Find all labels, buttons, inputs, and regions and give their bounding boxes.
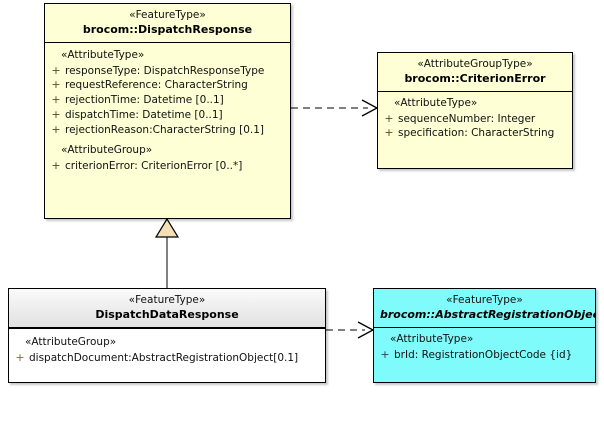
visibility-marker: + bbox=[51, 78, 61, 92]
attribute-group-label: «AttributeType» bbox=[394, 96, 478, 109]
attribute-row[interactable]: + requestReference: CharacterString bbox=[47, 78, 288, 93]
attribute-row[interactable]: + sequenceNumber: Integer bbox=[380, 112, 570, 127]
class-name: DispatchDataResponse bbox=[95, 308, 239, 322]
hollow-triangle-arrowhead bbox=[154, 217, 180, 238]
visibility-marker: + bbox=[380, 347, 390, 361]
class-box-criterion-error[interactable]: «AttributeGroupType» brocom::CriterionEr… bbox=[377, 52, 573, 169]
attribute-row[interactable]: + rejectionReason:CharacterString [0.1] bbox=[47, 123, 288, 138]
attribute-row[interactable]: + responseType: DispatchResponseType bbox=[47, 64, 288, 79]
attribute-row[interactable]: + dispatchTime: Datetime [0..1] bbox=[47, 108, 288, 123]
visibility-marker: + bbox=[384, 126, 394, 140]
visibility-marker: + bbox=[384, 111, 394, 125]
class-stereotype: «FeatureType» bbox=[129, 9, 206, 21]
attribute-signature: rejectionReason:CharacterString [0.1] bbox=[65, 123, 265, 136]
class-attributes-compartment: «AttributeGroup» + dispatchDocument:Abst… bbox=[9, 328, 325, 370]
dependency-dispatchresponse-to-criterionerror bbox=[291, 99, 379, 117]
attribute-signature: dispatchTime: Datetime [0..1] bbox=[65, 108, 223, 121]
attribute-row[interactable]: + criterionError: CriterionError [0..*] bbox=[47, 159, 288, 174]
attribute-group-label: «AttributeType» bbox=[390, 332, 474, 345]
visibility-marker: + bbox=[51, 159, 61, 173]
attribute-row[interactable]: + rejectionTime: Datetime [0..1] bbox=[47, 93, 288, 108]
attribute-signature: sequenceNumber: Integer bbox=[398, 112, 536, 125]
attribute-row[interactable]: + brId: RegistrationObjectCode {id} bbox=[376, 348, 593, 363]
attribute-signature: criterionError: CriterionError [0..*] bbox=[65, 160, 243, 173]
attribute-signature: brId: RegistrationObjectCode {id} bbox=[394, 348, 573, 361]
attribute-signature: requestReference: CharacterString bbox=[65, 79, 248, 92]
class-stereotype: «FeatureType» bbox=[128, 294, 206, 306]
class-header: «FeatureType» brocom::DispatchResponse bbox=[45, 4, 290, 43]
class-header: «FeatureType» brocom::AbstractRegistrati… bbox=[374, 289, 595, 328]
class-attributes-compartment: «AttributeType» + responseType: Dispatch… bbox=[45, 42, 290, 178]
attribute-signature: responseType: DispatchResponseType bbox=[65, 64, 265, 77]
attribute-group-label: «AttributeGroup» bbox=[61, 144, 153, 157]
class-name: brocom::AbstractRegistrationObject bbox=[380, 308, 596, 322]
generalization-dispatchdataresponse-to-dispatchresponse bbox=[154, 217, 180, 288]
visibility-marker: + bbox=[51, 122, 61, 136]
attribute-group-label: «AttributeGroup» bbox=[25, 335, 117, 348]
class-box-dispatch-data-response[interactable]: «FeatureType» DispatchDataResponse «Attr… bbox=[8, 288, 326, 383]
class-stereotype: «AttributeGroupType» bbox=[417, 58, 533, 70]
visibility-marker: + bbox=[51, 107, 61, 121]
class-attributes-compartment: «AttributeType» + sequenceNumber: Intege… bbox=[378, 91, 572, 146]
class-box-abstract-registration-object[interactable]: «FeatureType» brocom::AbstractRegistrati… bbox=[373, 288, 596, 383]
attribute-group-label: «AttributeType» bbox=[61, 48, 145, 61]
attribute-signature: dispatchDocument:AbstractRegistrationObj… bbox=[29, 351, 299, 364]
visibility-marker: + bbox=[51, 93, 61, 107]
class-attributes-compartment: «AttributeType» + brId: RegistrationObje… bbox=[374, 327, 595, 367]
class-header: «FeatureType» DispatchDataResponse bbox=[9, 289, 325, 329]
class-stereotype: «FeatureType» bbox=[446, 294, 523, 306]
visibility-marker: + bbox=[51, 63, 61, 77]
attribute-signature: rejectionTime: Datetime [0..1] bbox=[65, 94, 224, 107]
visibility-marker: + bbox=[15, 350, 25, 364]
class-box-dispatch-response[interactable]: «FeatureType» brocom::DispatchResponse «… bbox=[44, 3, 291, 219]
attribute-signature: specification: CharacterString bbox=[398, 127, 555, 140]
class-name: brocom::CriterionError bbox=[404, 72, 546, 86]
attribute-row[interactable]: + specification: CharacterString bbox=[380, 126, 570, 141]
attribute-row[interactable]: + dispatchDocument:AbstractRegistrationO… bbox=[11, 351, 323, 366]
dependency-dispatchdataresponse-to-abstractregistrationobject bbox=[326, 321, 375, 339]
class-name: brocom::DispatchResponse bbox=[82, 23, 253, 37]
class-header: «AttributeGroupType» brocom::CriterionEr… bbox=[378, 53, 572, 92]
open-arrowhead bbox=[357, 321, 375, 339]
open-arrowhead bbox=[361, 99, 379, 117]
